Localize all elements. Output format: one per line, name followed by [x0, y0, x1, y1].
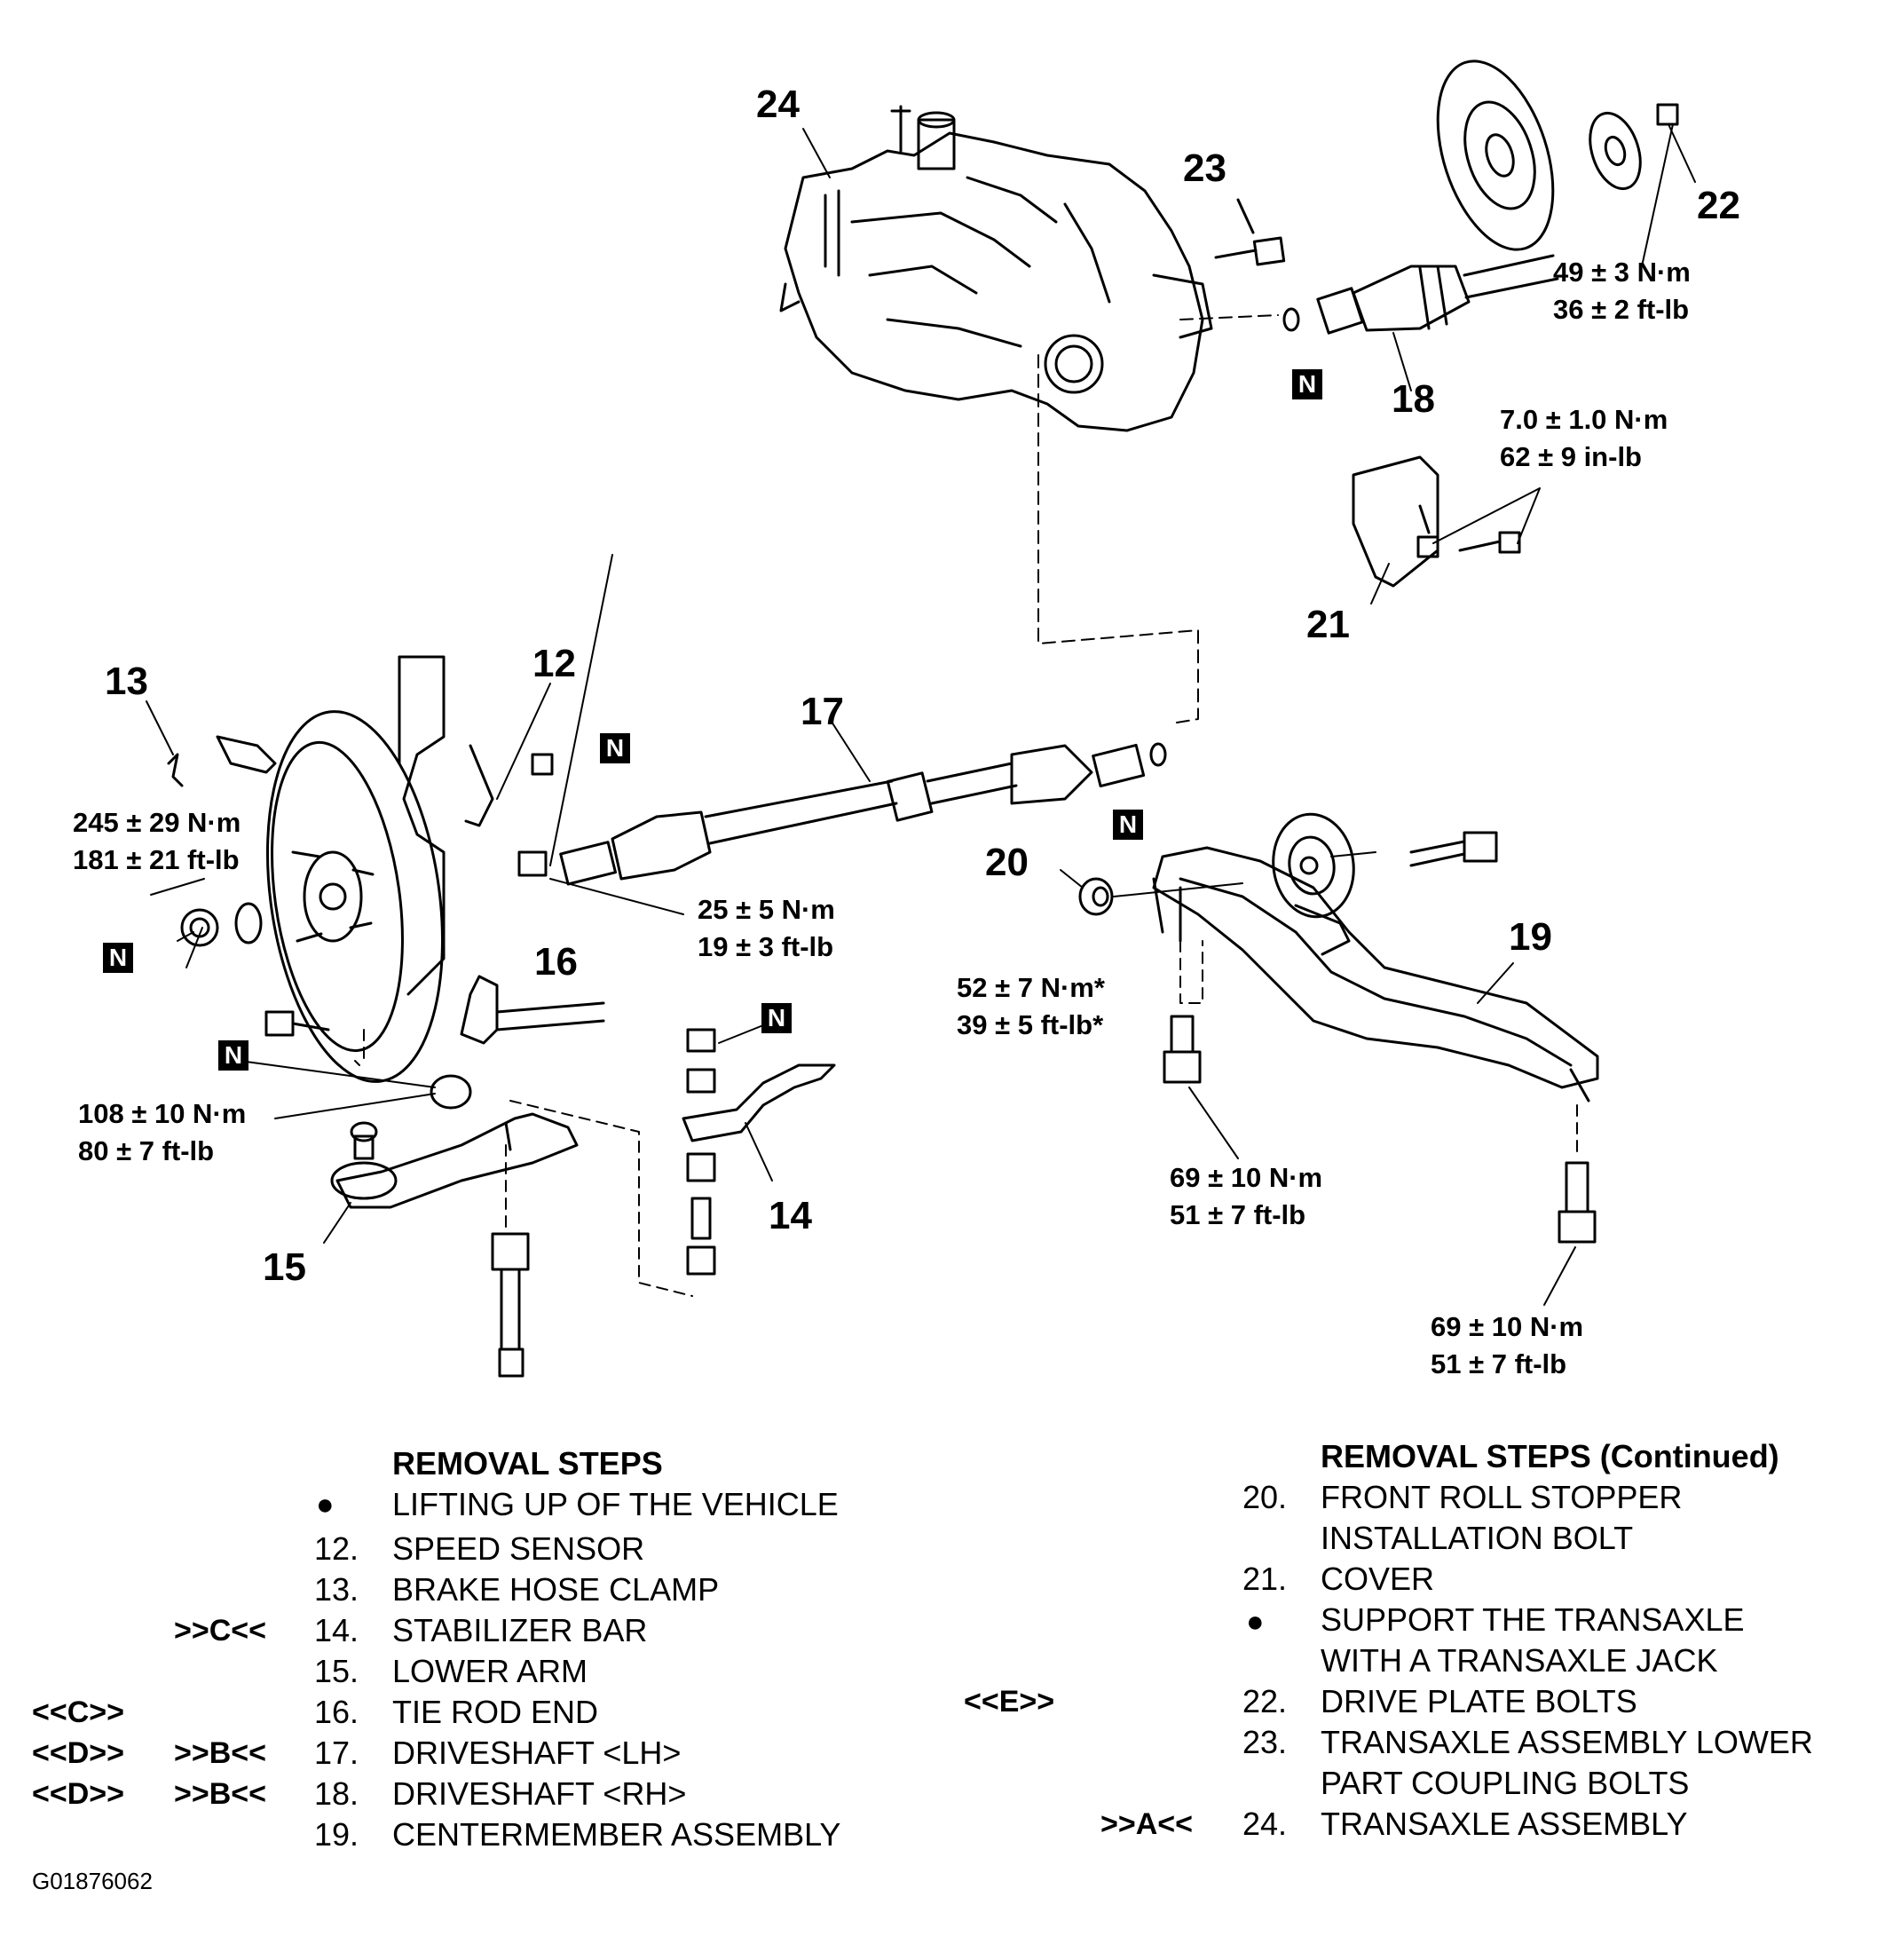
step-number: 15.	[314, 1653, 359, 1689]
new-part-mark-driveshaft-lh: N	[1113, 810, 1143, 840]
new-part-mark-driveshaft-rh: N	[1292, 369, 1322, 399]
step-text: TIE ROD END	[392, 1694, 599, 1730]
new-part-mark-stabilizer-nut: N	[761, 1003, 792, 1033]
torque-roll-stopper-bolt: 52 ± 7 N·m*39 ± 5 ft-lb*	[957, 972, 1105, 1040]
step-number: 18.	[314, 1775, 359, 1812]
stabilizer-bar	[682, 1028, 836, 1276]
step-text: DRIVESHAFT <RH>	[392, 1775, 687, 1812]
transaxle-assembly	[779, 105, 1213, 432]
centermember-assembly	[1152, 846, 1599, 1102]
callout-24: 24	[756, 83, 800, 126]
step-text: TRANSAXLE ASSEMBLY	[1321, 1806, 1688, 1842]
callout-14: 14	[769, 1194, 812, 1237]
tie-rod-end	[460, 850, 605, 1045]
front-roll-stopper-nut	[1078, 877, 1114, 916]
hub-nut-washer	[180, 908, 219, 947]
installation-code: >>C<<	[174, 1614, 266, 1648]
removal-code: <<E>>	[964, 1685, 1055, 1719]
callout-21: 21	[1306, 603, 1350, 646]
callout-15: 15	[263, 1245, 306, 1289]
exploded-parts-diagram	[146, 59, 1696, 1378]
speed-sensor	[464, 744, 554, 827]
callout-20: 20	[985, 841, 1029, 884]
step-text: LIFTING UP OF THE VEHICLE	[392, 1486, 839, 1522]
knuckle-hub-brake-disc	[234, 655, 446, 1083]
lower-arm-mount-bolt	[491, 1232, 530, 1378]
centermember-rear-bolt	[1558, 1161, 1597, 1244]
step-text: WITH A TRANSAXLE JACK	[1321, 1642, 1718, 1679]
step-text: DRIVESHAFT <LH>	[392, 1735, 682, 1771]
step-text: SUPPORT THE TRANSAXLE	[1321, 1601, 1745, 1638]
new-part-mark-tie-rod-nut: N	[600, 733, 630, 763]
step-number: 14.	[314, 1612, 359, 1648]
step-text: TRANSAXLE ASSEMBLY LOWER	[1321, 1724, 1813, 1760]
step-number: 12.	[314, 1530, 359, 1567]
removal-steps-continued-title: REMOVAL STEPS (Continued)	[1321, 1436, 1779, 1477]
drive-plate	[1436, 59, 1679, 251]
step-text: INSTALLATION BOLT	[1321, 1520, 1634, 1556]
step-number: 16.	[314, 1694, 359, 1730]
lower-arm	[330, 1112, 579, 1209]
step-number: 17.	[314, 1735, 359, 1771]
step-text: SPEED SENSOR	[392, 1530, 645, 1567]
step-bullet: ●	[316, 1488, 335, 1521]
removal-steps-title: REMOVAL STEPS	[392, 1445, 663, 1482]
brake-hose-clamp	[167, 735, 277, 787]
removal-code: <<D>>	[32, 1777, 124, 1811]
step-number: 22.	[1242, 1683, 1288, 1719]
callout-23: 23	[1183, 146, 1226, 190]
step-text: LOWER ARM	[392, 1653, 588, 1689]
step-text: COVER	[1321, 1561, 1435, 1597]
title-main: REMOVAL STEPS	[1321, 1438, 1591, 1474]
step-number: 20.	[1242, 1479, 1288, 1515]
callout-17: 17	[801, 690, 844, 733]
installation-code: >>A<<	[1100, 1807, 1193, 1841]
title-continued: (Continued)	[1599, 1438, 1779, 1474]
step-number: 19.	[314, 1816, 359, 1853]
callout-18: 18	[1392, 377, 1435, 421]
callout-16: 16	[534, 940, 578, 984]
step-number: 23.	[1242, 1724, 1288, 1760]
step-bullet: ●	[1246, 1605, 1265, 1639]
callout-13: 13	[105, 660, 148, 703]
step-text: FRONT ROLL STOPPER	[1321, 1479, 1683, 1515]
step-number: 24.	[1242, 1806, 1288, 1842]
installation-code: >>B<<	[174, 1777, 266, 1811]
installation-code: >>B<<	[174, 1736, 266, 1770]
driveshaft-lh	[559, 742, 1167, 886]
figure-id: G01876062	[32, 1868, 153, 1894]
transaxle-lower-coupling-bolt	[1214, 198, 1286, 266]
callout-12: 12	[532, 642, 576, 685]
step-text: DRIVE PLATE BOLTS	[1321, 1683, 1637, 1719]
step-number: 21.	[1242, 1561, 1288, 1597]
removal-code: <<D>>	[32, 1736, 124, 1770]
centermember-front-bolt	[1163, 1015, 1202, 1084]
transaxle-cover	[1352, 455, 1521, 588]
callout-19: 19	[1509, 915, 1552, 959]
step-text: PART COUPLING BOLTS	[1321, 1765, 1690, 1801]
new-part-mark-hub-nut: N	[103, 943, 133, 973]
front-roll-stopper	[1272, 812, 1498, 956]
step-text: BRAKE HOSE CLAMP	[392, 1571, 720, 1608]
removal-code: <<C>>	[32, 1695, 124, 1729]
driveshaft-rh	[1282, 254, 1559, 335]
step-number: 13.	[314, 1571, 359, 1608]
new-part-mark-ball-joint-nut: N	[218, 1040, 248, 1071]
callout-22: 22	[1697, 184, 1740, 227]
step-text: CENTERMEMBER ASSEMBLY	[392, 1816, 841, 1853]
step-text: STABILIZER BAR	[392, 1612, 648, 1648]
